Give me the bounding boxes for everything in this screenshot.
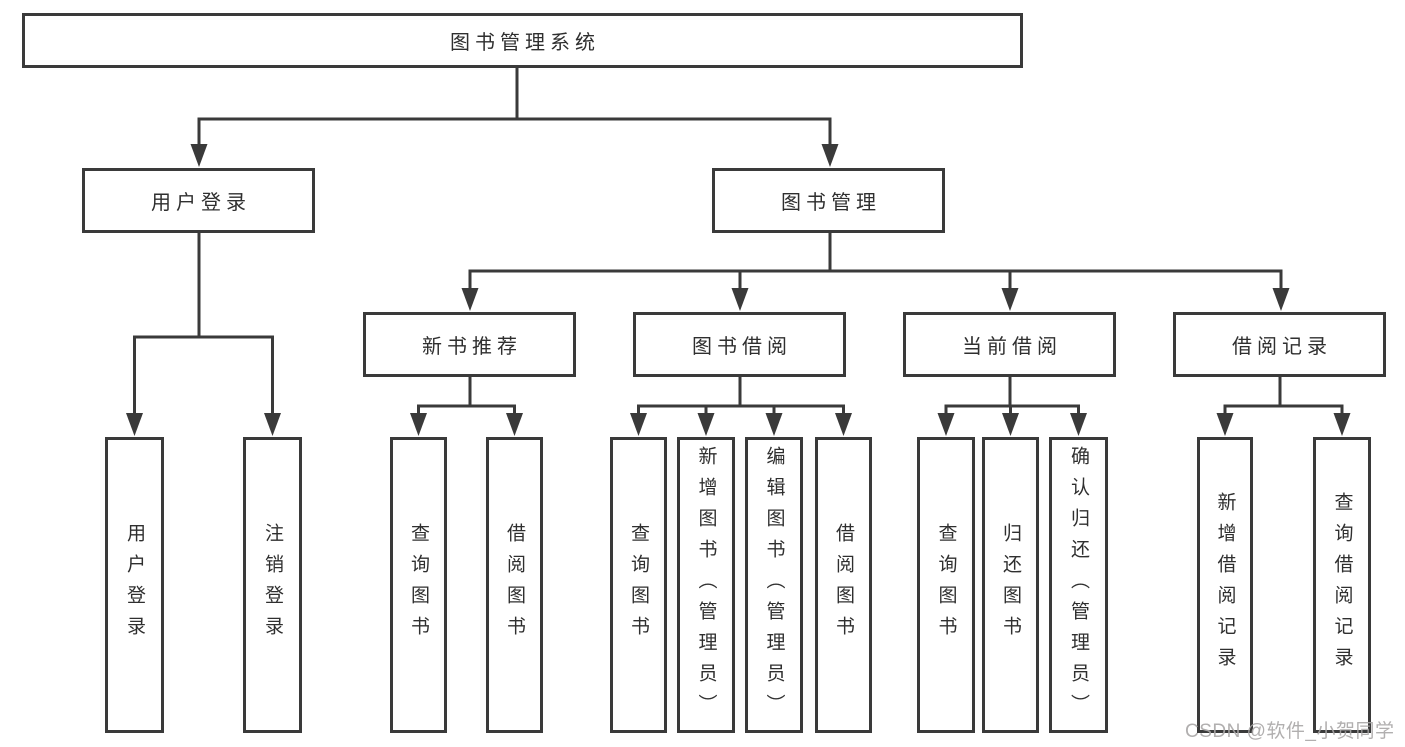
node-new-book-recommend: 新书推荐 [363, 312, 576, 377]
leaf-user-login: 用户登录 [105, 437, 164, 733]
leaf-bor-add-book-admin-label: 新增图书（管理员） [695, 445, 717, 725]
node-current-borrow: 当前借阅 [903, 312, 1116, 377]
leaf-bor-borrow-book: 借阅图书 [815, 437, 872, 733]
connector-book-borrow-children [630, 377, 852, 436]
node-book-borrow-label: 图书借阅 [692, 336, 792, 358]
node-current-borrow-label: 当前借阅 [962, 336, 1062, 358]
connector-new-rec-children [410, 377, 523, 436]
leaf-rec-borrow-book: 借阅图书 [486, 437, 543, 733]
leaf-cur-return-book-label: 归还图书 [1000, 523, 1021, 647]
leaf-log-query-borrow-record-label: 查询借阅记录 [1331, 492, 1353, 678]
leaf-log-query-borrow-record: 查询借阅记录 [1313, 437, 1371, 733]
node-root: 图书管理系统 [22, 13, 1023, 68]
leaf-log-add-borrow-record-label: 新增借阅记录 [1214, 492, 1236, 678]
leaf-logout: 注销登录 [243, 437, 302, 733]
connector-borrow-record-children [1216, 377, 1351, 436]
leaf-cur-query-book-label: 查询图书 [935, 523, 957, 647]
leaf-cur-confirm-return-admin-label: 确认归还（管理员） [1068, 445, 1089, 725]
leaf-user-login-label: 用户登录 [124, 523, 145, 647]
leaf-bor-add-book-admin: 新增图书（管理员） [677, 437, 735, 733]
leaf-rec-query-book-label: 查询图书 [408, 523, 429, 647]
node-user-login: 用户登录 [82, 168, 315, 233]
leaf-cur-confirm-return-admin: 确认归还（管理员） [1049, 437, 1108, 733]
node-new-book-recommend-label: 新书推荐 [422, 336, 522, 358]
node-book-management-label: 图书管理 [781, 192, 881, 214]
connector-root-children [190, 68, 839, 167]
node-book-management: 图书管理 [712, 168, 945, 233]
leaf-rec-query-book: 查询图书 [390, 437, 447, 733]
connector-book-mgmt-children [461, 233, 1290, 311]
leaf-bor-query-book-label: 查询图书 [628, 523, 649, 647]
connector-user-login-children [126, 233, 281, 436]
leaf-log-add-borrow-record: 新增借阅记录 [1197, 437, 1253, 733]
node-root-label: 图书管理系统 [450, 32, 600, 54]
leaf-bor-edit-book-admin-label: 编辑图书（管理员） [763, 445, 785, 725]
leaf-bor-edit-book-admin: 编辑图书（管理员） [745, 437, 803, 733]
leaf-logout-label: 注销登录 [262, 523, 283, 647]
leaf-bor-borrow-book-label: 借阅图书 [833, 523, 854, 647]
node-user-login-label: 用户登录 [151, 192, 251, 214]
leaf-bor-query-book: 查询图书 [610, 437, 667, 733]
node-borrow-records-label: 借阅记录 [1232, 336, 1332, 358]
csdn-watermark: CSDN @软件_小贺同学 [1185, 721, 1395, 742]
leaf-cur-return-book: 归还图书 [982, 437, 1039, 733]
node-borrow-records: 借阅记录 [1173, 312, 1386, 377]
node-book-borrow: 图书借阅 [633, 312, 846, 377]
leaf-rec-borrow-book-label: 借阅图书 [504, 523, 525, 647]
leaf-cur-query-book: 查询图书 [917, 437, 975, 733]
connector-current-borrow-children [937, 377, 1087, 436]
